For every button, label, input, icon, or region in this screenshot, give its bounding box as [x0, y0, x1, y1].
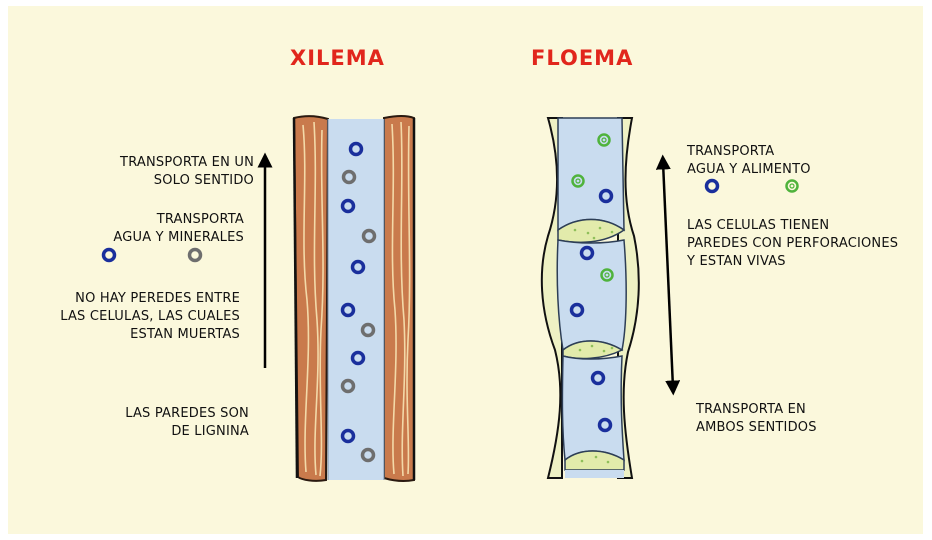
double-arrow-icon [663, 162, 673, 388]
blue-ring-icon [707, 181, 718, 192]
blue-ring-icon [104, 250, 115, 261]
xylem-channel [328, 119, 384, 480]
sieve-cell [558, 118, 624, 230]
xylem-vessel [294, 116, 414, 481]
phloem-vessel [542, 118, 639, 478]
gray-ring-icon [190, 250, 201, 261]
sieve-cell [562, 356, 624, 460]
green-ring-icon [787, 181, 798, 192]
